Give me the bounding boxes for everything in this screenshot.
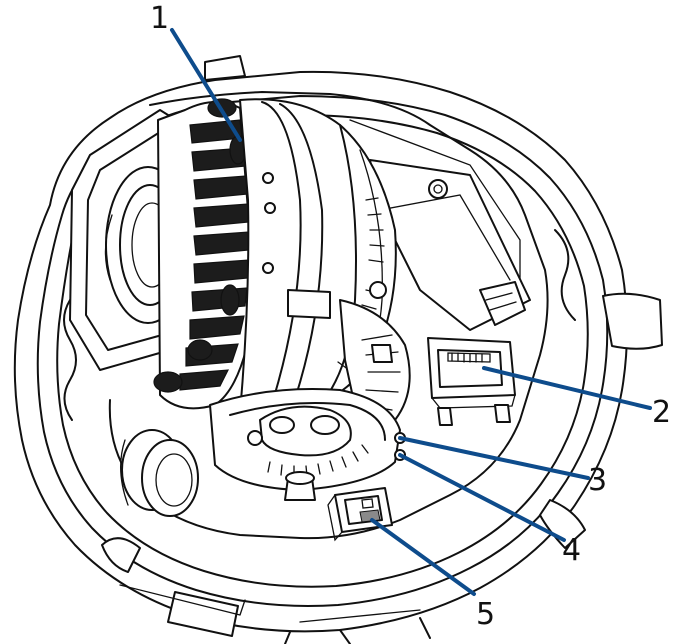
leader-1	[170, 28, 242, 142]
sd-card-slot	[327, 487, 393, 542]
callout-1: 1	[150, 1, 169, 36]
ring-ridges	[179, 119, 250, 391]
ir-ring	[153, 98, 256, 410]
callout-5: 5	[476, 597, 495, 632]
pan-base	[209, 388, 401, 501]
leader-3	[398, 436, 590, 480]
leader-2	[482, 366, 652, 410]
callout-leaders	[170, 28, 652, 596]
rj45-port	[427, 337, 516, 426]
callout-4: 4	[562, 533, 581, 568]
callout-3: 3	[588, 463, 607, 498]
leader-5	[370, 518, 476, 596]
callout-2: 2	[652, 395, 671, 430]
cable-gland	[120, 429, 199, 517]
callout-labels: 1 2 3 4 5	[150, 1, 671, 632]
leader-4	[398, 453, 566, 542]
gimbal-body	[239, 98, 411, 431]
inner-bay	[108, 91, 549, 540]
